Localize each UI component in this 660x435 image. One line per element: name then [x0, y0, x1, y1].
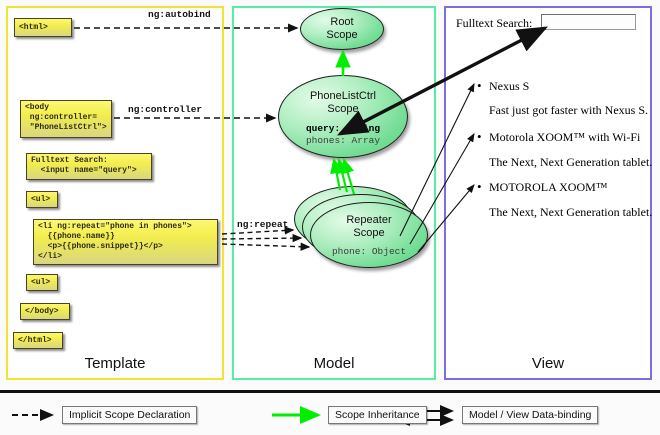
legend-item-model-view-data-binding: Model / View Data-binding	[462, 406, 599, 424]
scope-root-title-line1: Root	[330, 16, 354, 29]
scope-repeater-prop-phone: phone: Object	[331, 245, 407, 257]
view-search-input[interactable]	[541, 14, 636, 30]
scope-repeater: Repeater Scope phone: Object	[310, 202, 428, 268]
scope-root-title-line2: Scope	[326, 29, 358, 41]
view-item-title-0: Nexus S	[477, 78, 529, 94]
connector-label-repeat: ng:repeat	[237, 219, 289, 230]
scope-phonelistctrl-title-line1: PhoneListCtrl	[309, 89, 377, 102]
connector-label-autobind: ng:autobind	[148, 9, 211, 20]
view-search-label: Fulltext Search:	[456, 16, 533, 30]
code-box-ul-close: <ul>	[26, 274, 58, 291]
scope-root: Root Scope	[300, 8, 384, 50]
scope-phonelistctrl: PhoneListCtrl Scope query: String phones…	[278, 75, 408, 158]
view-item-snippet-1: The Next, Next Generation tablet.	[489, 155, 653, 169]
column-label-view: View	[531, 355, 565, 372]
code-box-html-close: </html>	[13, 332, 63, 349]
code-box-li-repeat: <li ng:repeat="phone in phones"> {{phone…	[33, 219, 218, 265]
scope-phonelistctrl-prop-query: query: String	[305, 122, 381, 134]
view-item-snippet-0: Fast just got faster with Nexus S.	[489, 103, 648, 117]
view-item-title-1: Motorola XOOM™ with Wi-Fi	[477, 129, 640, 145]
column-label-template: Template	[84, 355, 146, 372]
scope-phonelistctrl-title-line2: Scope	[327, 102, 359, 115]
view-item-snippet-2: The Next, Next Generation tablet.	[489, 205, 653, 219]
legend-item-scope-inheritance: Scope Inheritance	[328, 406, 427, 424]
code-box-search-markup: Fulltext Search: <input name="query">	[26, 153, 152, 180]
column-label-model: Model	[313, 355, 355, 372]
legend-item-implicit-scope-declaration: Implicit Scope Declaration	[62, 406, 198, 424]
code-box-body-close: </body>	[20, 303, 70, 320]
scope-repeater-title-line1: Repeater	[346, 213, 392, 226]
code-box-html-open: <html>	[14, 18, 72, 37]
view-item-title-2: MOTOROLA XOOM™	[477, 179, 608, 195]
connector-label-controller: ng:controller	[128, 104, 203, 115]
scope-phonelistctrl-prop-phones: phones: Array	[305, 134, 381, 146]
code-box-ul-open: <ul>	[26, 191, 58, 208]
scope-repeater-title-line2: Scope	[353, 226, 385, 239]
legend-divider	[0, 390, 660, 393]
code-box-body-open: <body ng:controller= "PhoneListCtrl">	[20, 100, 112, 138]
